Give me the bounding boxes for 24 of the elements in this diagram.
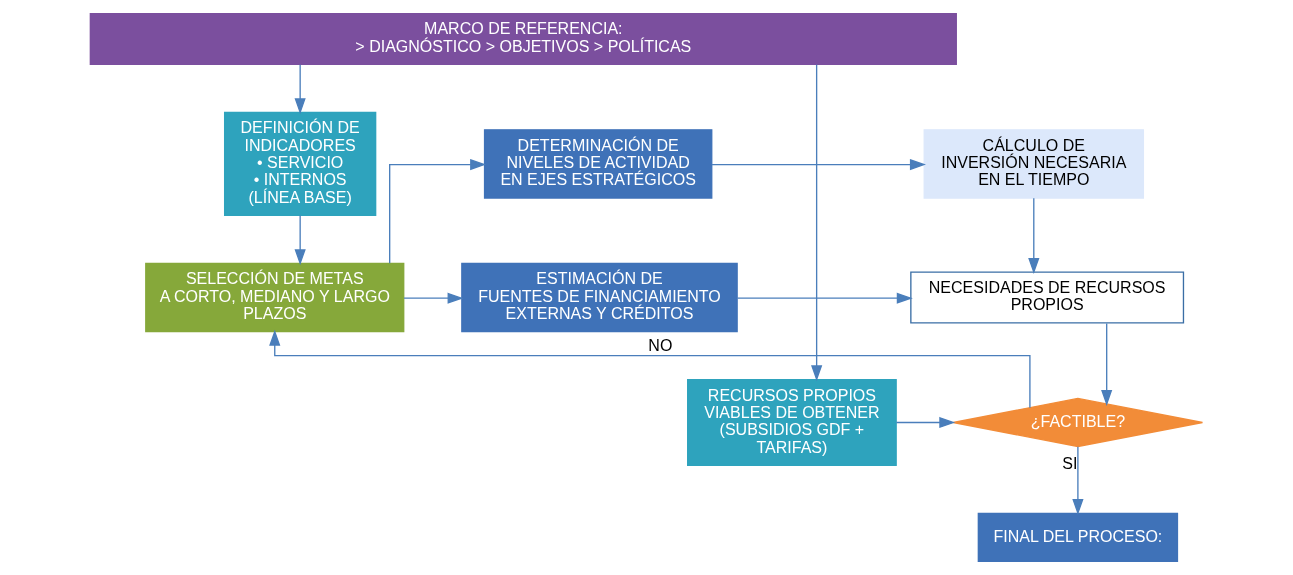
arrow xyxy=(389,158,487,264)
node-box: DETERMINACIÓN DE NIVELES DE ACTIVIDAD EN EJES ESTRATÉGICOS xyxy=(483,129,713,199)
arrow xyxy=(1028,197,1040,275)
node-box: ESTIMACIÓN DE FUENTES DE FINANCIAMIENTO EXTERNAS Y CRÉDITOS xyxy=(461,262,738,333)
arrow xyxy=(895,416,956,429)
node-diamond: ¿FACTIBLE? xyxy=(952,397,1204,448)
arrow xyxy=(811,64,823,382)
arrow xyxy=(403,292,464,304)
node-box: NECESIDADES DE RECURSOS PROPIOS xyxy=(910,271,1185,324)
edge-label: NO xyxy=(648,336,673,355)
node-box: DEFINICIÓN DE INDICADORES • SERVICIO • INTERNOS (LÍNEA BASE) xyxy=(224,111,377,216)
arrow xyxy=(269,329,1031,409)
node-box: MARCO DE REFERENCIA: > DIAGNÓSTICO > OBJETIVOS > POLÍTICAS xyxy=(89,12,957,65)
arrow xyxy=(294,214,306,266)
node-box: RECURSOS PROPIOS VIABLES DE OBTENER (SUBSIDIOS GDF + TARIFAS) xyxy=(687,379,897,466)
arrow xyxy=(1072,446,1084,516)
node-box: SELECCIÓN DE METAS A CORTO, MEDIANO Y LARGO PLAZOS xyxy=(145,262,405,333)
arrow xyxy=(1101,322,1113,406)
node-box: FINAL DEL PROCESO: xyxy=(977,512,1179,563)
arrow xyxy=(294,64,306,115)
arrow xyxy=(736,292,913,304)
node-box: CÁLCULO DE INVERSIÓN NECESARIA EN EL TIEMPO xyxy=(923,129,1145,199)
edge-label: SI xyxy=(1062,453,1078,472)
arrow xyxy=(711,158,926,171)
